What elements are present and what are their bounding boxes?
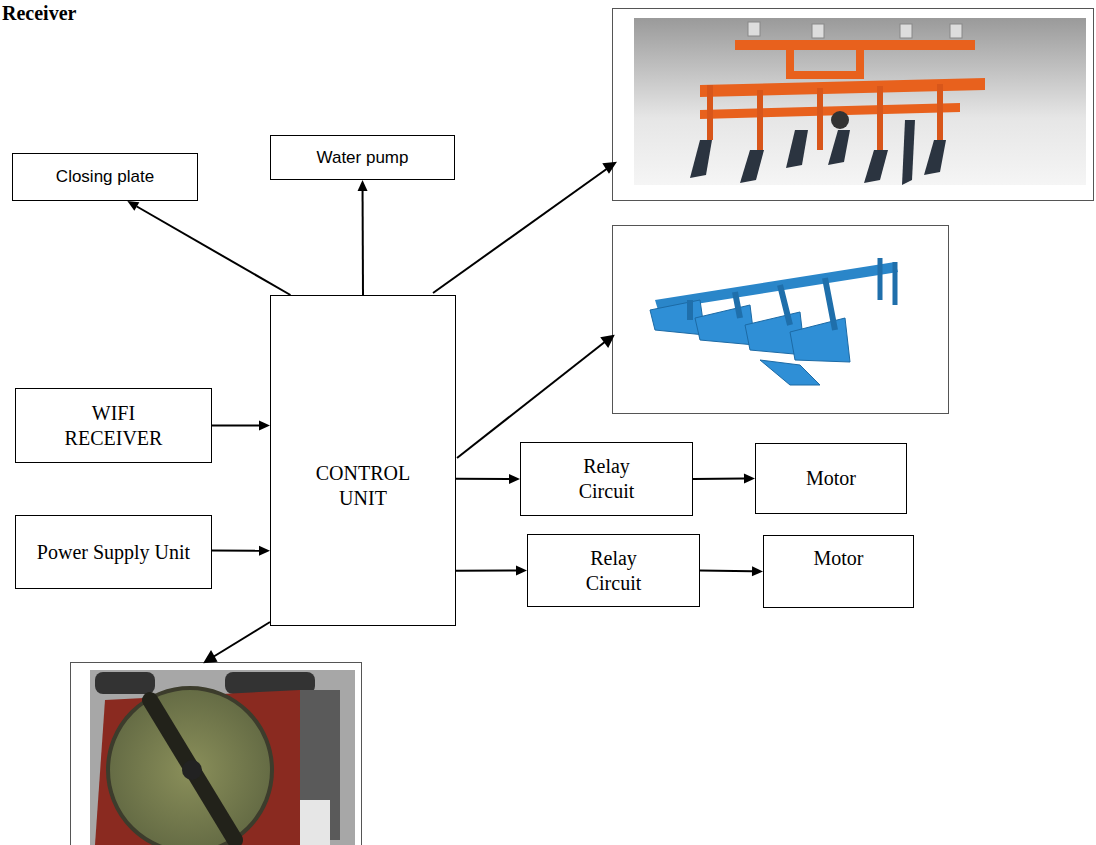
arrow-connector	[700, 566, 763, 576]
arrow-connector	[693, 474, 755, 484]
arrow-head	[259, 420, 270, 430]
connector-line	[700, 570, 752, 573]
connector-line	[456, 478, 509, 480]
connector-line	[693, 478, 744, 480]
mower-picture	[71, 663, 362, 845]
arrow-head	[516, 566, 527, 576]
block-box: Water pump	[270, 135, 455, 180]
arrow-connector	[456, 566, 527, 576]
connector-line	[137, 206, 291, 295]
connector-line	[362, 191, 364, 295]
arrow-head	[744, 474, 755, 484]
arrow-head	[127, 201, 139, 211]
arrow-head	[752, 566, 763, 576]
box-label: Relay Circuit	[569, 546, 659, 596]
block-box: CONTROL UNIT	[270, 295, 456, 626]
arrow-connector	[212, 420, 270, 430]
cultivator-picture	[613, 9, 1094, 201]
box-label: Motor	[806, 466, 856, 491]
diagram-title: Receiver	[2, 2, 76, 25]
arrow-connector	[212, 546, 270, 556]
arrow-head	[259, 546, 270, 556]
block-box: Relay Circuit	[520, 442, 693, 516]
block-box: Relay Circuit	[527, 534, 700, 607]
block-box: Motor	[763, 535, 914, 608]
box-label: Closing plate	[56, 166, 154, 187]
box-label: Relay Circuit	[562, 454, 652, 504]
box-label: Motor	[814, 546, 864, 571]
block-box: Motor	[755, 443, 907, 514]
arrow-head	[358, 180, 368, 191]
block-box: Closing plate	[12, 153, 198, 201]
connector-line	[456, 570, 516, 572]
box-label: WIFI RECEIVER	[44, 401, 184, 451]
connector-line	[212, 550, 259, 552]
arrow-connector	[358, 180, 368, 295]
box-label: Power Supply Unit	[37, 540, 190, 565]
arrow-connector	[127, 201, 290, 295]
block-box: Power Supply Unit	[15, 515, 212, 589]
block-box: WIFI RECEIVER	[15, 388, 212, 463]
box-label: Water pump	[317, 147, 409, 168]
arrow-head	[509, 474, 520, 484]
plough-picture	[613, 226, 949, 414]
box-label: CONTROL UNIT	[306, 461, 421, 511]
connector-line	[212, 424, 259, 426]
arrow-connector	[456, 474, 520, 484]
